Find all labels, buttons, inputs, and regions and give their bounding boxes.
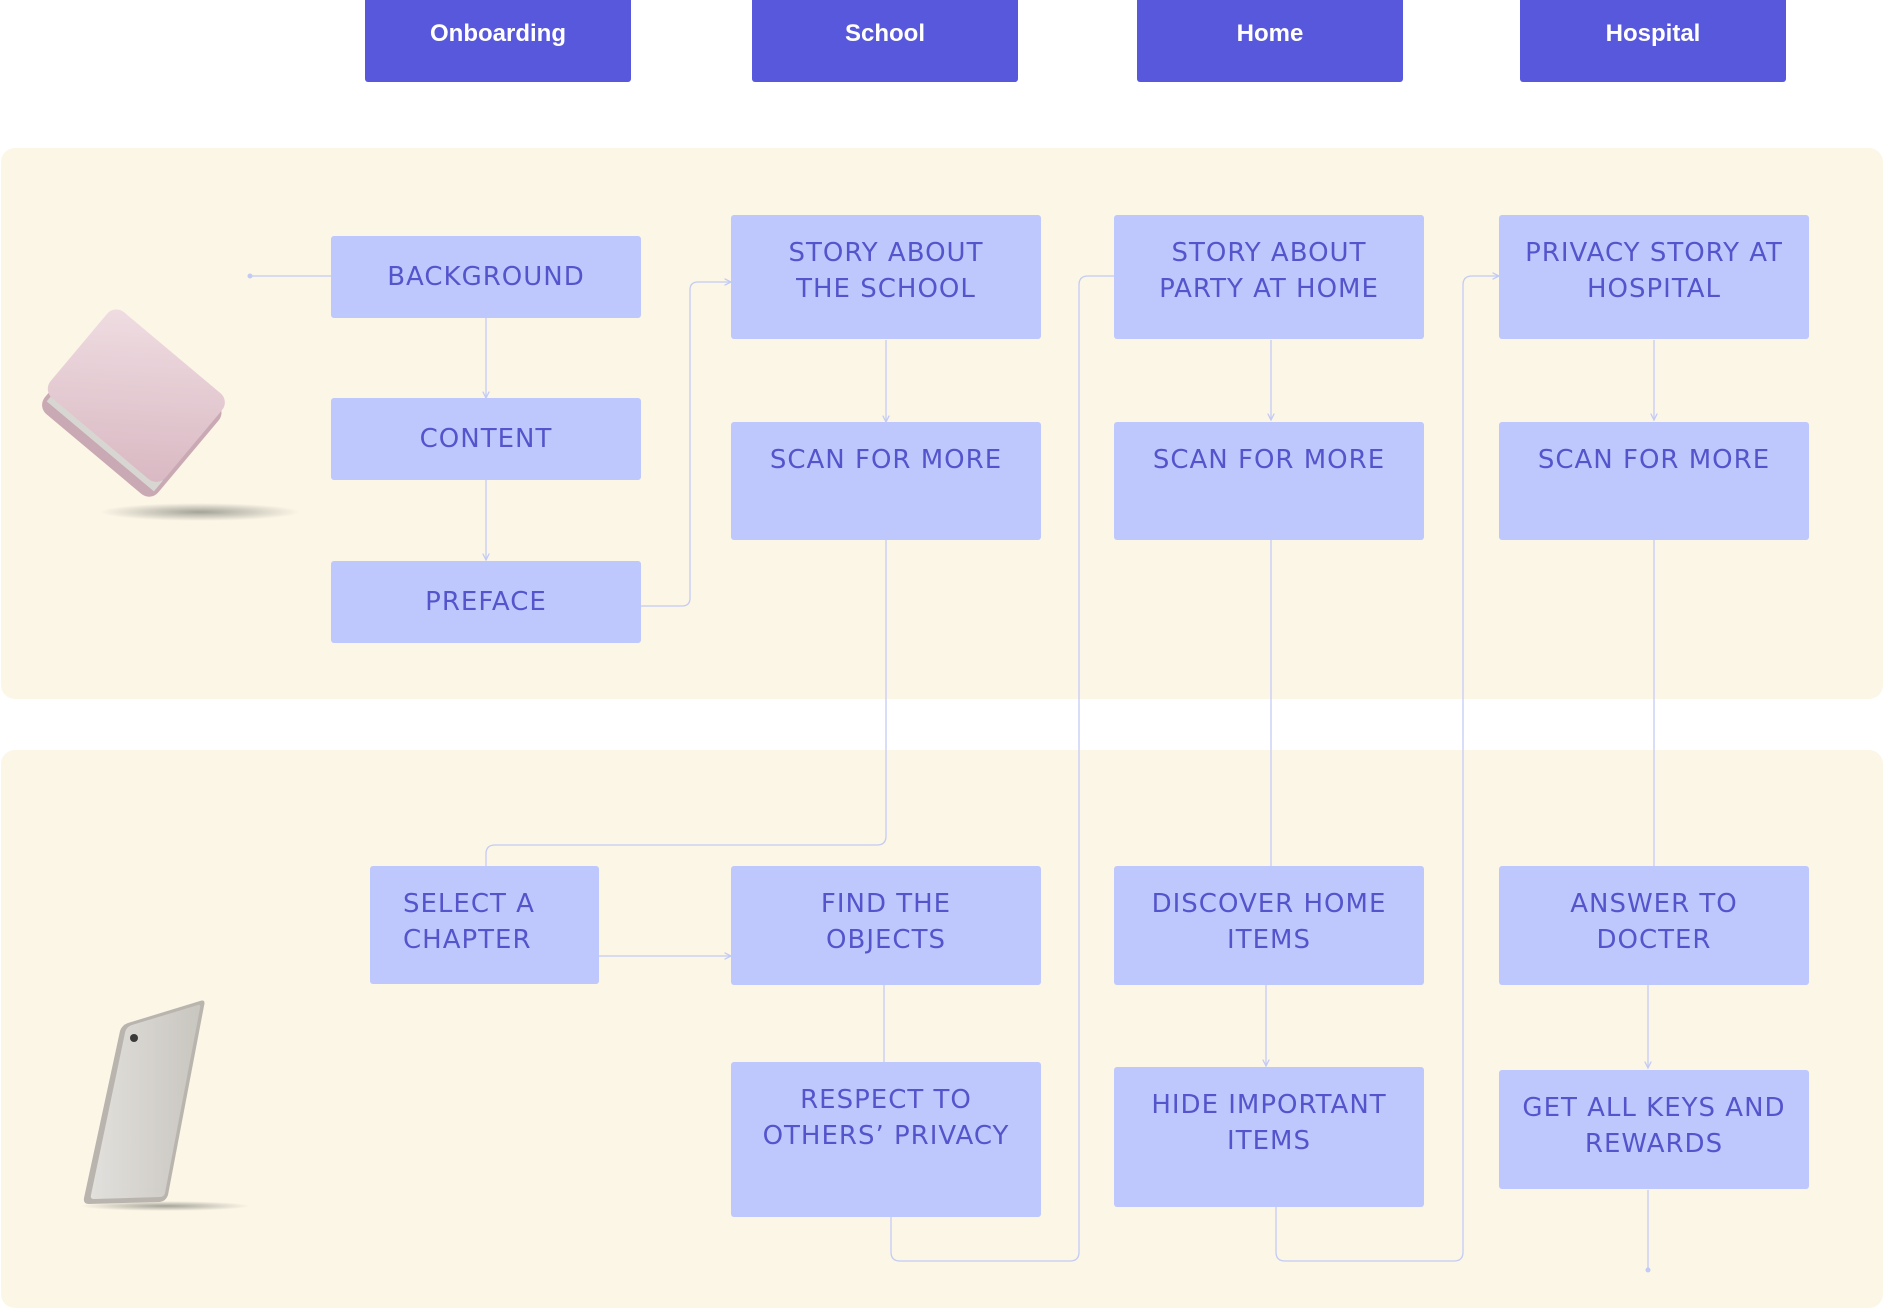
node-hide-items: HIDE IMPORTANT ITEMS (1114, 1067, 1424, 1207)
node-get-keys: GET ALL KEYS AND REWARDS (1499, 1070, 1809, 1189)
node-story-home: STORY ABOUT PARTY AT HOME (1114, 215, 1424, 339)
node-scan-hospital: SCAN FOR MORE (1499, 422, 1809, 540)
connector-respect-story-home (890, 275, 1114, 1262)
connector-end-dot (1645, 1267, 1651, 1273)
node-content: CONTENT (331, 398, 641, 480)
node-story-hospital: PRIVACY STORY AT HOSPITAL (1499, 215, 1809, 339)
connector-scan-select (485, 540, 887, 866)
node-scan-home: SCAN FOR MORE (1114, 422, 1424, 540)
connector-hide-story-hospital (1275, 276, 1499, 1262)
column-header-onboarding: Onboarding (365, 0, 631, 82)
node-story-school: STORY ABOUT THE SCHOOL (731, 215, 1041, 339)
connector-preface-story-school (641, 282, 731, 607)
node-background: BACKGROUND (331, 236, 641, 318)
column-header-home: Home (1137, 0, 1403, 82)
node-respect-privacy: RESPECT TO OTHERS’ PRIVACY (731, 1062, 1041, 1217)
node-find-objects: FIND THE OBJECTS (731, 866, 1041, 985)
node-discover-home: DISCOVER HOME ITEMS (1114, 866, 1424, 985)
connector-dot (247, 273, 253, 279)
node-preface: PREFACE (331, 561, 641, 643)
column-header-hospital: Hospital (1520, 0, 1786, 82)
node-select-chapter: SELECT A CHAPTER (370, 866, 599, 984)
book-device-icon (42, 309, 300, 521)
column-header-school: School (752, 0, 1018, 82)
tablet-device-icon (80, 1000, 250, 1211)
node-answer-docter: ANSWER TO DOCTER (1499, 866, 1809, 985)
node-scan-school: SCAN FOR MORE (731, 422, 1041, 540)
